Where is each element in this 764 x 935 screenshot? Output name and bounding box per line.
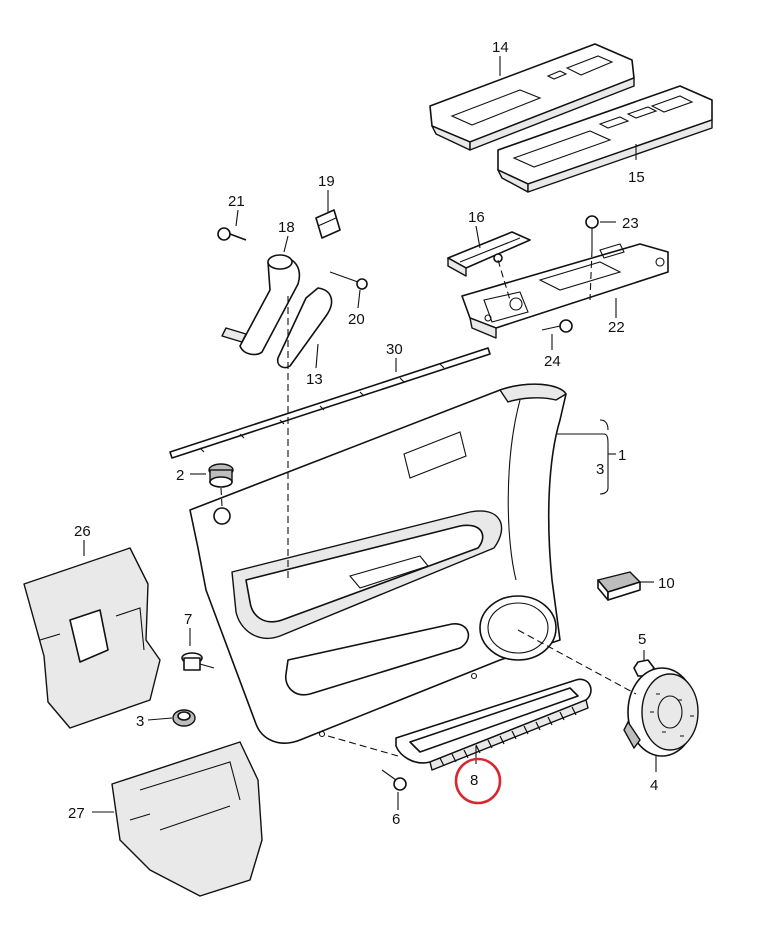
callout-22: 22	[608, 319, 625, 336]
callout-4: 4	[650, 777, 658, 794]
callout-3: 3	[136, 713, 144, 730]
callout-7: 7	[184, 611, 192, 628]
part-16-bracket	[447, 231, 531, 277]
callout-10: 10	[658, 575, 675, 592]
callout-19: 19	[318, 173, 335, 190]
callout-24: 24	[544, 353, 561, 370]
callout-3-brace: 3	[596, 461, 604, 478]
part-10-switch	[596, 571, 642, 601]
part-23-screw	[585, 215, 599, 301]
assembly-line-speaker	[517, 629, 637, 695]
part-27-insulation	[111, 741, 263, 897]
highlight-circle	[454, 757, 502, 805]
callout-13: 13	[306, 371, 323, 388]
part-26-insulation	[23, 547, 161, 729]
assembly-line-carrier	[497, 259, 511, 301]
assembly-line-pocket	[327, 735, 399, 757]
callout-23: 23	[622, 215, 639, 232]
callout-18: 18	[278, 219, 295, 236]
part-21-screw	[217, 227, 247, 241]
part-3-grommet	[172, 709, 196, 727]
callout-26: 26	[74, 523, 91, 540]
callout-8: 8	[470, 772, 478, 789]
part-19-clip	[315, 209, 341, 239]
part-4-speaker	[623, 667, 699, 757]
callout-20: 20	[348, 311, 365, 328]
callout-6: 6	[392, 811, 400, 828]
door-trim-panel	[189, 383, 567, 744]
part-30-seal-strip	[169, 347, 491, 459]
callout-14: 14	[492, 39, 509, 56]
part-15-switch-panel	[497, 85, 713, 193]
callout-30: 30	[386, 341, 403, 358]
part-2-plug	[208, 463, 234, 488]
part-14-switch-panel	[429, 43, 635, 151]
part-6-screw	[381, 769, 407, 791]
part-24-screw	[541, 319, 573, 333]
part-13-handle-insert	[276, 287, 333, 369]
callout-21: 21	[228, 193, 245, 210]
callout-27: 27	[68, 805, 85, 822]
callout-16: 16	[468, 209, 485, 226]
part-18-handle	[221, 254, 301, 356]
leader-lines	[83, 56, 657, 813]
callout-5: 5	[638, 631, 646, 648]
part-20-screw	[329, 271, 368, 290]
assembly-line-2	[220, 487, 223, 507]
callout-15: 15	[628, 169, 645, 186]
callout-2: 2	[176, 467, 184, 484]
part-7-stud	[181, 652, 215, 671]
callout-1: 1	[618, 447, 626, 464]
part-8-storage-pocket	[395, 678, 592, 771]
